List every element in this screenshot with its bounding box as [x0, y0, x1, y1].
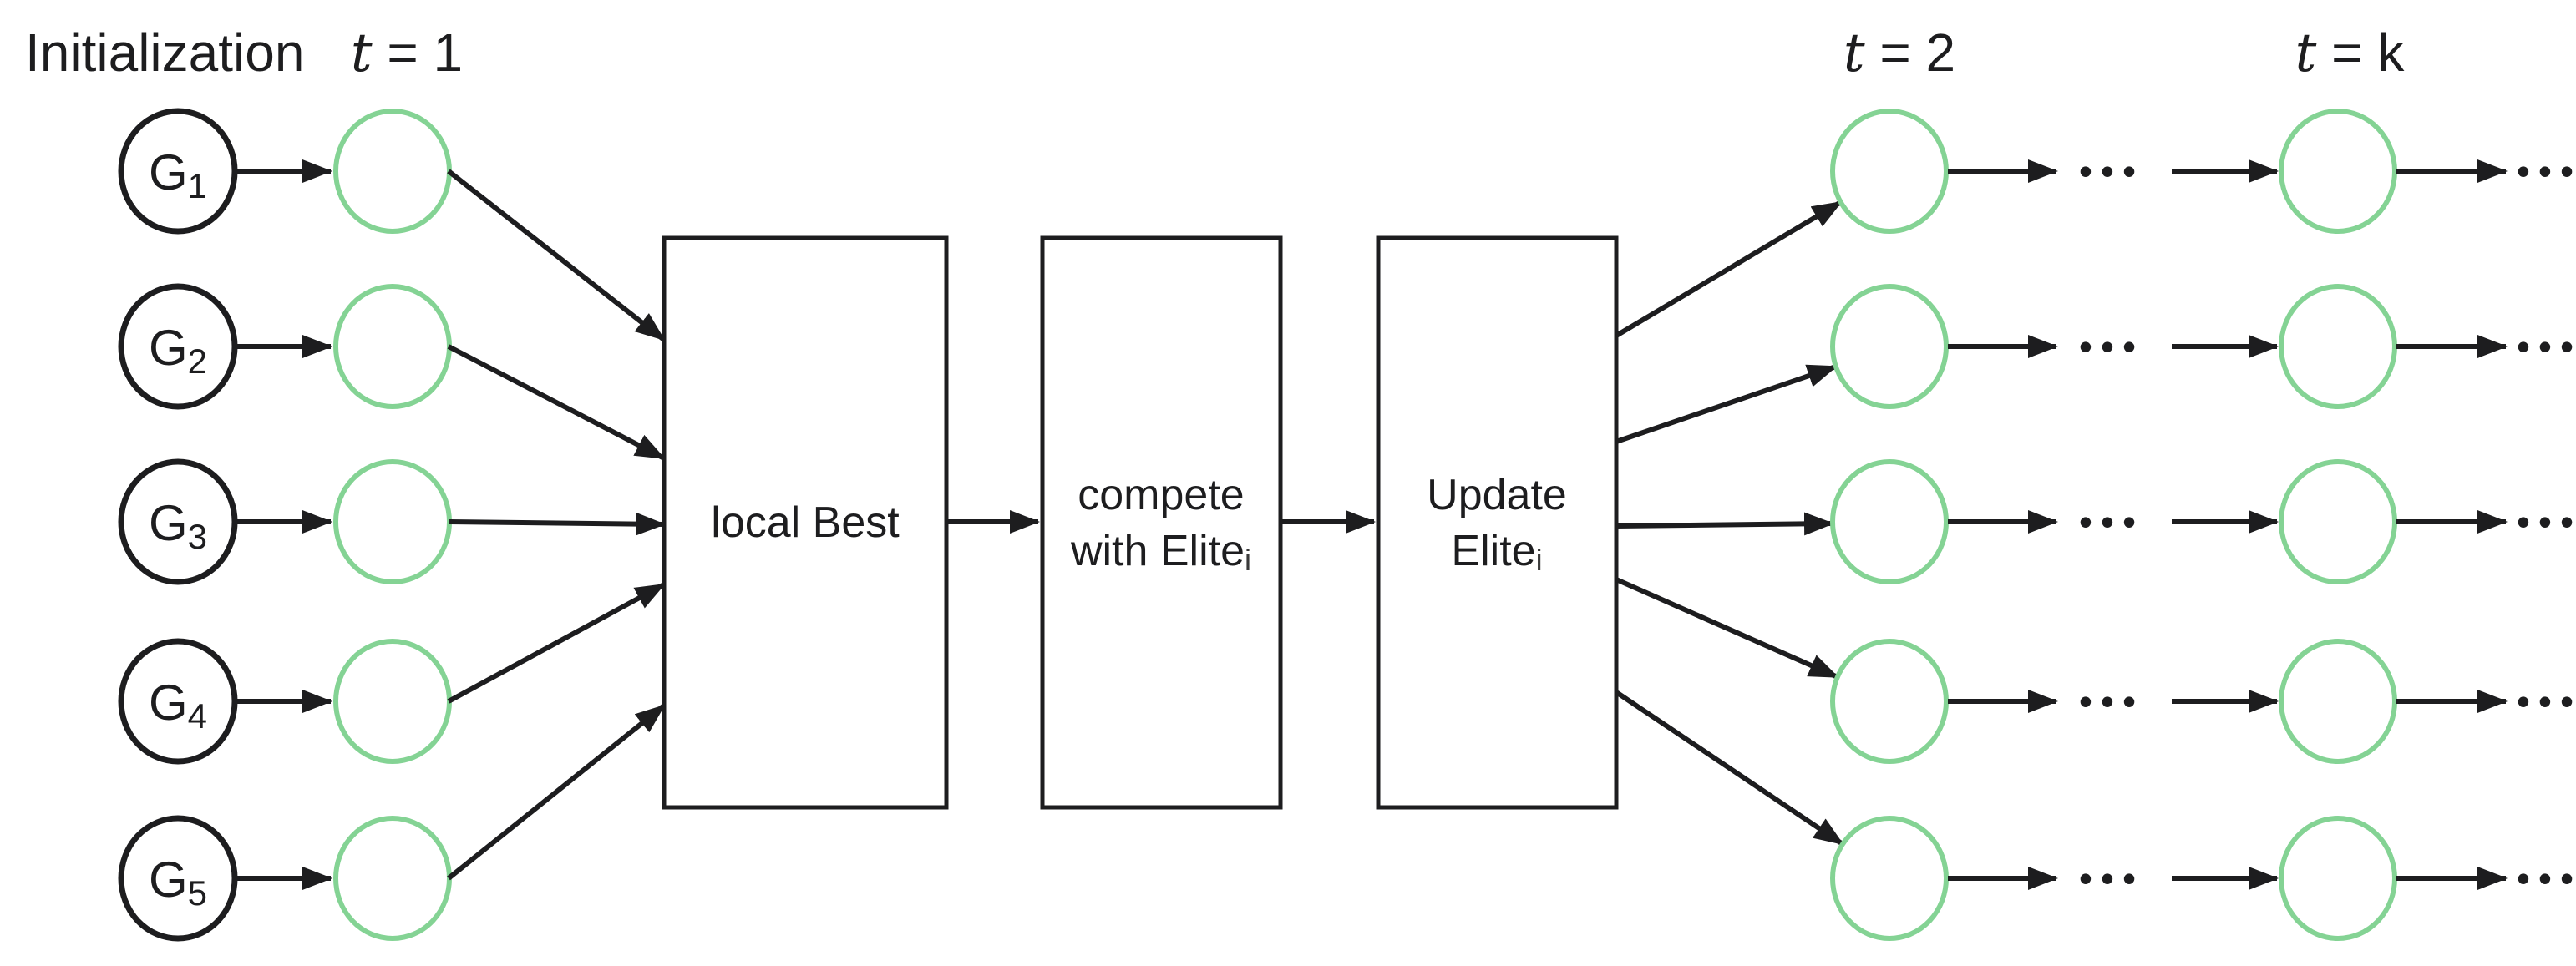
t-var-icon: t [2295, 23, 2317, 84]
tk-population-node-2 [2279, 284, 2397, 409]
compete-label-line1: compete [1078, 471, 1244, 519]
tk-population-node-5 [2279, 816, 2397, 941]
update-label-line1: Update [1427, 471, 1567, 519]
t1-population-node-3 [333, 459, 452, 584]
generation-node-label-2: G2 [149, 320, 207, 381]
elite-subscript: i [1245, 543, 1251, 577]
converge-arrow-5 [447, 703, 666, 881]
generation-node-label-4: G4 [149, 675, 207, 736]
iteration-row-4: ••• ••• [1830, 639, 2576, 764]
t1-population-node-4 [333, 639, 452, 764]
compete-label-line2: with Elitei [1070, 527, 1251, 577]
generation-node-label-5: G5 [149, 852, 207, 913]
generation-node-circle-2 [118, 283, 238, 410]
tk-label: t = k [2295, 23, 2406, 84]
t2-label: t = 2 [1843, 23, 1955, 84]
converge-arrow-3 [449, 512, 666, 536]
t2-population-node-3 [1830, 459, 1949, 584]
converge-arrows [447, 169, 666, 881]
ellipsis-dots: ••• [2079, 325, 2144, 368]
ellipsis-dots: ••• [2079, 500, 2144, 544]
t2-population-node-5 [1830, 816, 1949, 941]
iteration-row-2: ••• ••• [1830, 284, 2576, 409]
t-var-icon: t [1843, 23, 1865, 84]
t2-population-node-1 [1830, 109, 1949, 234]
tk-population-node-3 [2279, 459, 2397, 584]
ellipsis-dots: ••• [2079, 149, 2144, 193]
generation-node-label-1: G1 [149, 144, 207, 205]
local-best-label: local Best [711, 498, 900, 547]
diverge-arrow-5 [1615, 690, 1844, 847]
generation-node-circle-4 [118, 638, 238, 765]
generation-column: G1 G2 G3 G4 G5 [118, 108, 238, 942]
ellipsis-dots: ••• [2079, 680, 2144, 723]
diverge-arrow-2 [1615, 364, 1838, 444]
t1-population-node-2 [333, 284, 452, 409]
initialization-label: Initialization [25, 23, 304, 83]
diverge-arrows [1615, 200, 1844, 847]
iteration-row-3: ••• ••• [1830, 459, 2576, 584]
t1-population-node-5 [333, 816, 452, 941]
iteration-row-1: ••• ••• [1830, 109, 2576, 234]
ellipsis-dots: ••• [2079, 857, 2144, 900]
t1-population-column [333, 109, 452, 941]
diverge-arrow-4 [1615, 577, 1839, 680]
iteration-row-5: ••• ••• [1830, 816, 2576, 941]
t1-label: t = 1 [351, 23, 463, 84]
generation-node-circle-3 [118, 458, 238, 585]
t2-population-node-2 [1830, 284, 1949, 409]
converge-arrow-4 [447, 582, 666, 704]
t2-population-node-4 [1830, 639, 1949, 764]
generation-node-circle-1 [118, 108, 238, 235]
diverge-arrow-1 [1615, 200, 1843, 338]
t-var-icon: t [351, 23, 373, 84]
init-arrows [237, 159, 332, 890]
tk-population-node-4 [2279, 639, 2397, 764]
ellipsis-dots: ••• [2517, 680, 2576, 723]
update-label-line2: Elitei [1451, 527, 1542, 577]
update-elite-box [1376, 235, 1619, 810]
ellipsis-dots: ••• [2517, 500, 2576, 544]
generation-node-circle-5 [118, 815, 238, 942]
tk-population-node-1 [2279, 109, 2397, 234]
generation-node-label-3: G3 [149, 495, 207, 556]
diverge-arrow-3 [1615, 512, 1834, 536]
converge-arrow-2 [447, 344, 666, 461]
elite-subscript: i [1536, 543, 1543, 577]
t1-population-node-1 [333, 109, 452, 234]
ellipsis-dots: ••• [2517, 325, 2576, 368]
ellipsis-dots: ••• [2517, 149, 2576, 193]
ellipsis-dots: ••• [2517, 857, 2576, 900]
compete-with-elite-box [1040, 235, 1283, 810]
converge-arrow-1 [447, 169, 666, 342]
